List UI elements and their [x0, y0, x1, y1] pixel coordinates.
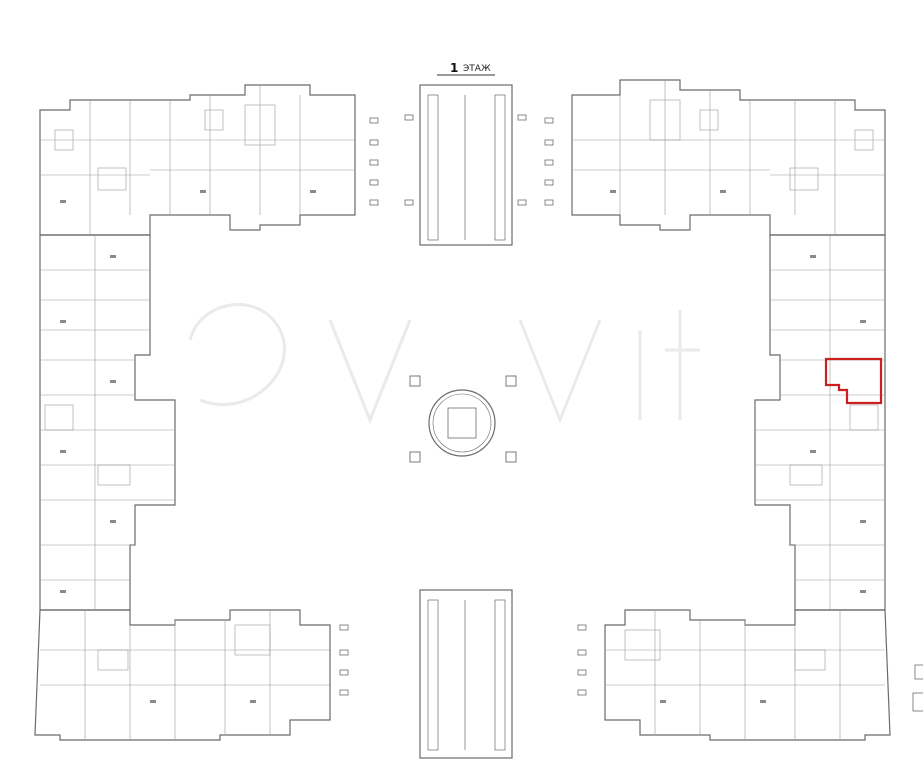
watermark — [188, 303, 700, 425]
floor-title: ЭТАЖ — [463, 64, 491, 74]
edge-box-2 — [912, 692, 923, 712]
floor-number: 1 — [450, 61, 459, 75]
room-marks — [60, 190, 866, 703]
right-side-markers — [517, 114, 587, 696]
edge-box — [914, 664, 923, 680]
bottom-parking-block — [419, 589, 513, 759]
highlighted-apartment[interactable] — [824, 357, 883, 405]
right-building — [571, 79, 891, 741]
top-parking-block — [419, 84, 513, 246]
central-rotunda — [409, 375, 517, 463]
left-side-markers — [339, 114, 414, 696]
left-building — [34, 84, 356, 741]
